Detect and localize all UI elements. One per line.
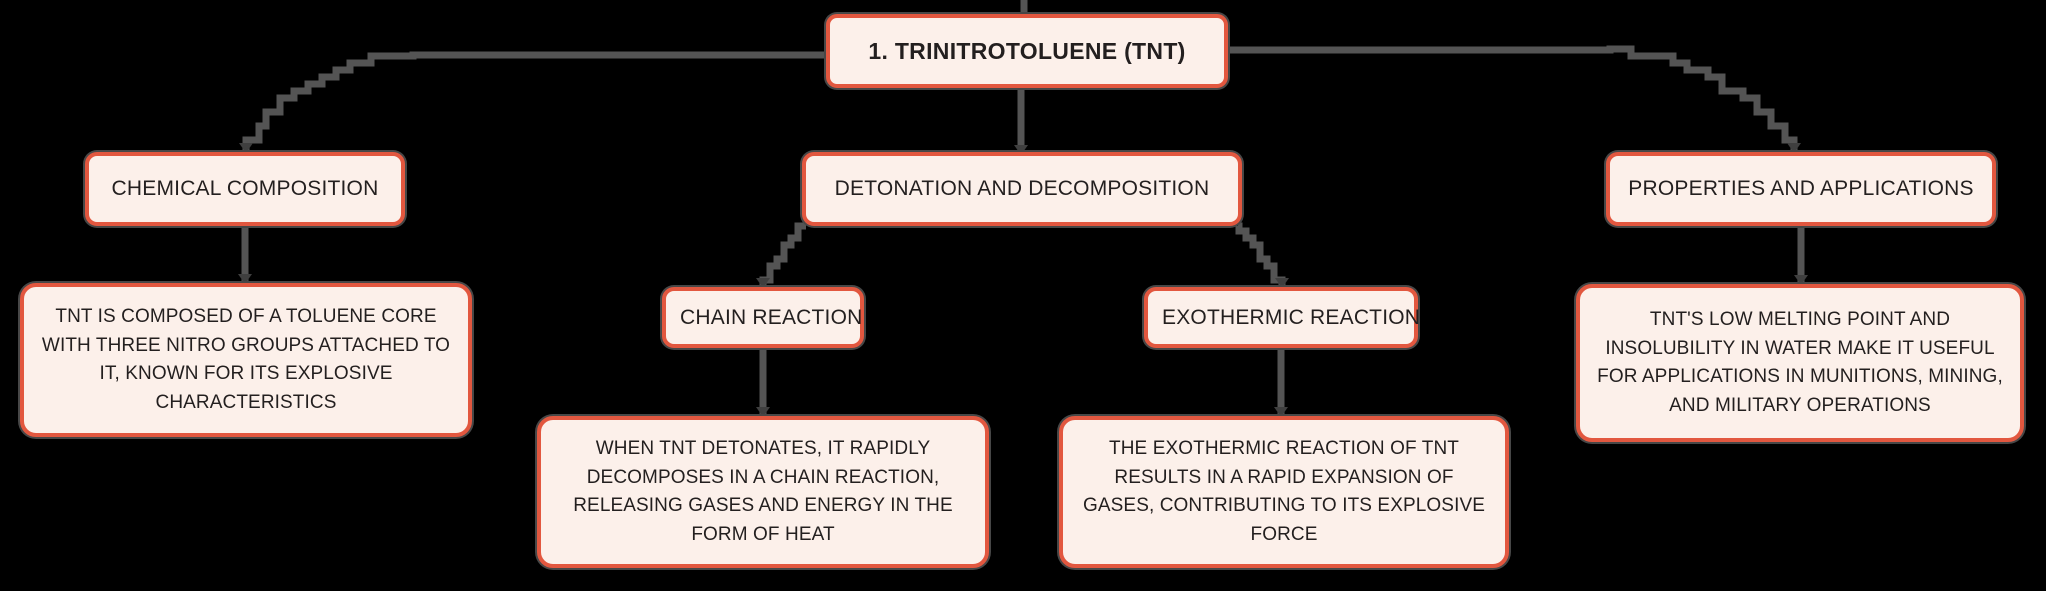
detail-properties-applications[interactable]: TNT'S LOW MELTING POINT AND INSOLUBILITY…: [1576, 284, 2024, 442]
node-chain-reaction-label: CHAIN REACTION: [680, 305, 863, 329]
detail-exothermic-reaction-text: THE EXOTHERMIC REACTION OF TNT RESULTS I…: [1083, 438, 1485, 545]
node-properties-applications[interactable]: PROPERTIES AND APPLICATIONS: [1606, 152, 1996, 226]
node-chemical-composition-label: CHEMICAL COMPOSITION: [111, 177, 379, 200]
node-root-label: 1. TRINITROTOLUENE (TNT): [868, 37, 1186, 64]
detail-chain-reaction[interactable]: WHEN TNT DETONATES, IT RAPIDLY DECOMPOSE…: [537, 416, 989, 568]
node-chain-reaction[interactable]: CHAIN REACTION: [662, 287, 864, 348]
node-detonation-decomposition[interactable]: DETONATION AND DECOMPOSITION: [802, 152, 1242, 226]
node-exothermic-reaction[interactable]: EXOTHERMIC REACTION: [1144, 287, 1421, 348]
detail-exothermic-reaction[interactable]: THE EXOTHERMIC REACTION OF TNT RESULTS I…: [1059, 416, 1509, 568]
node-properties-applications-label: PROPERTIES AND APPLICATIONS: [1628, 177, 1974, 200]
node-exothermic-reaction-label: EXOTHERMIC REACTION: [1162, 305, 1421, 329]
detail-chain-reaction-text: WHEN TNT DETONATES, IT RAPIDLY DECOMPOSE…: [573, 438, 953, 545]
detail-chemical-composition-text: TNT IS COMPOSED OF A TOLUENE CORE WITH T…: [41, 306, 451, 413]
node-chemical-composition[interactable]: CHEMICAL COMPOSITION: [85, 152, 405, 226]
node-detonation-decomposition-label: DETONATION AND DECOMPOSITION: [834, 177, 1210, 200]
detail-properties-applications-text: TNT'S LOW MELTING POINT AND INSOLUBILITY…: [1597, 309, 2003, 416]
node-root[interactable]: 1. TRINITROTOLUENE (TNT): [826, 14, 1228, 88]
detail-chemical-composition[interactable]: TNT IS COMPOSED OF A TOLUENE CORE WITH T…: [20, 283, 472, 437]
